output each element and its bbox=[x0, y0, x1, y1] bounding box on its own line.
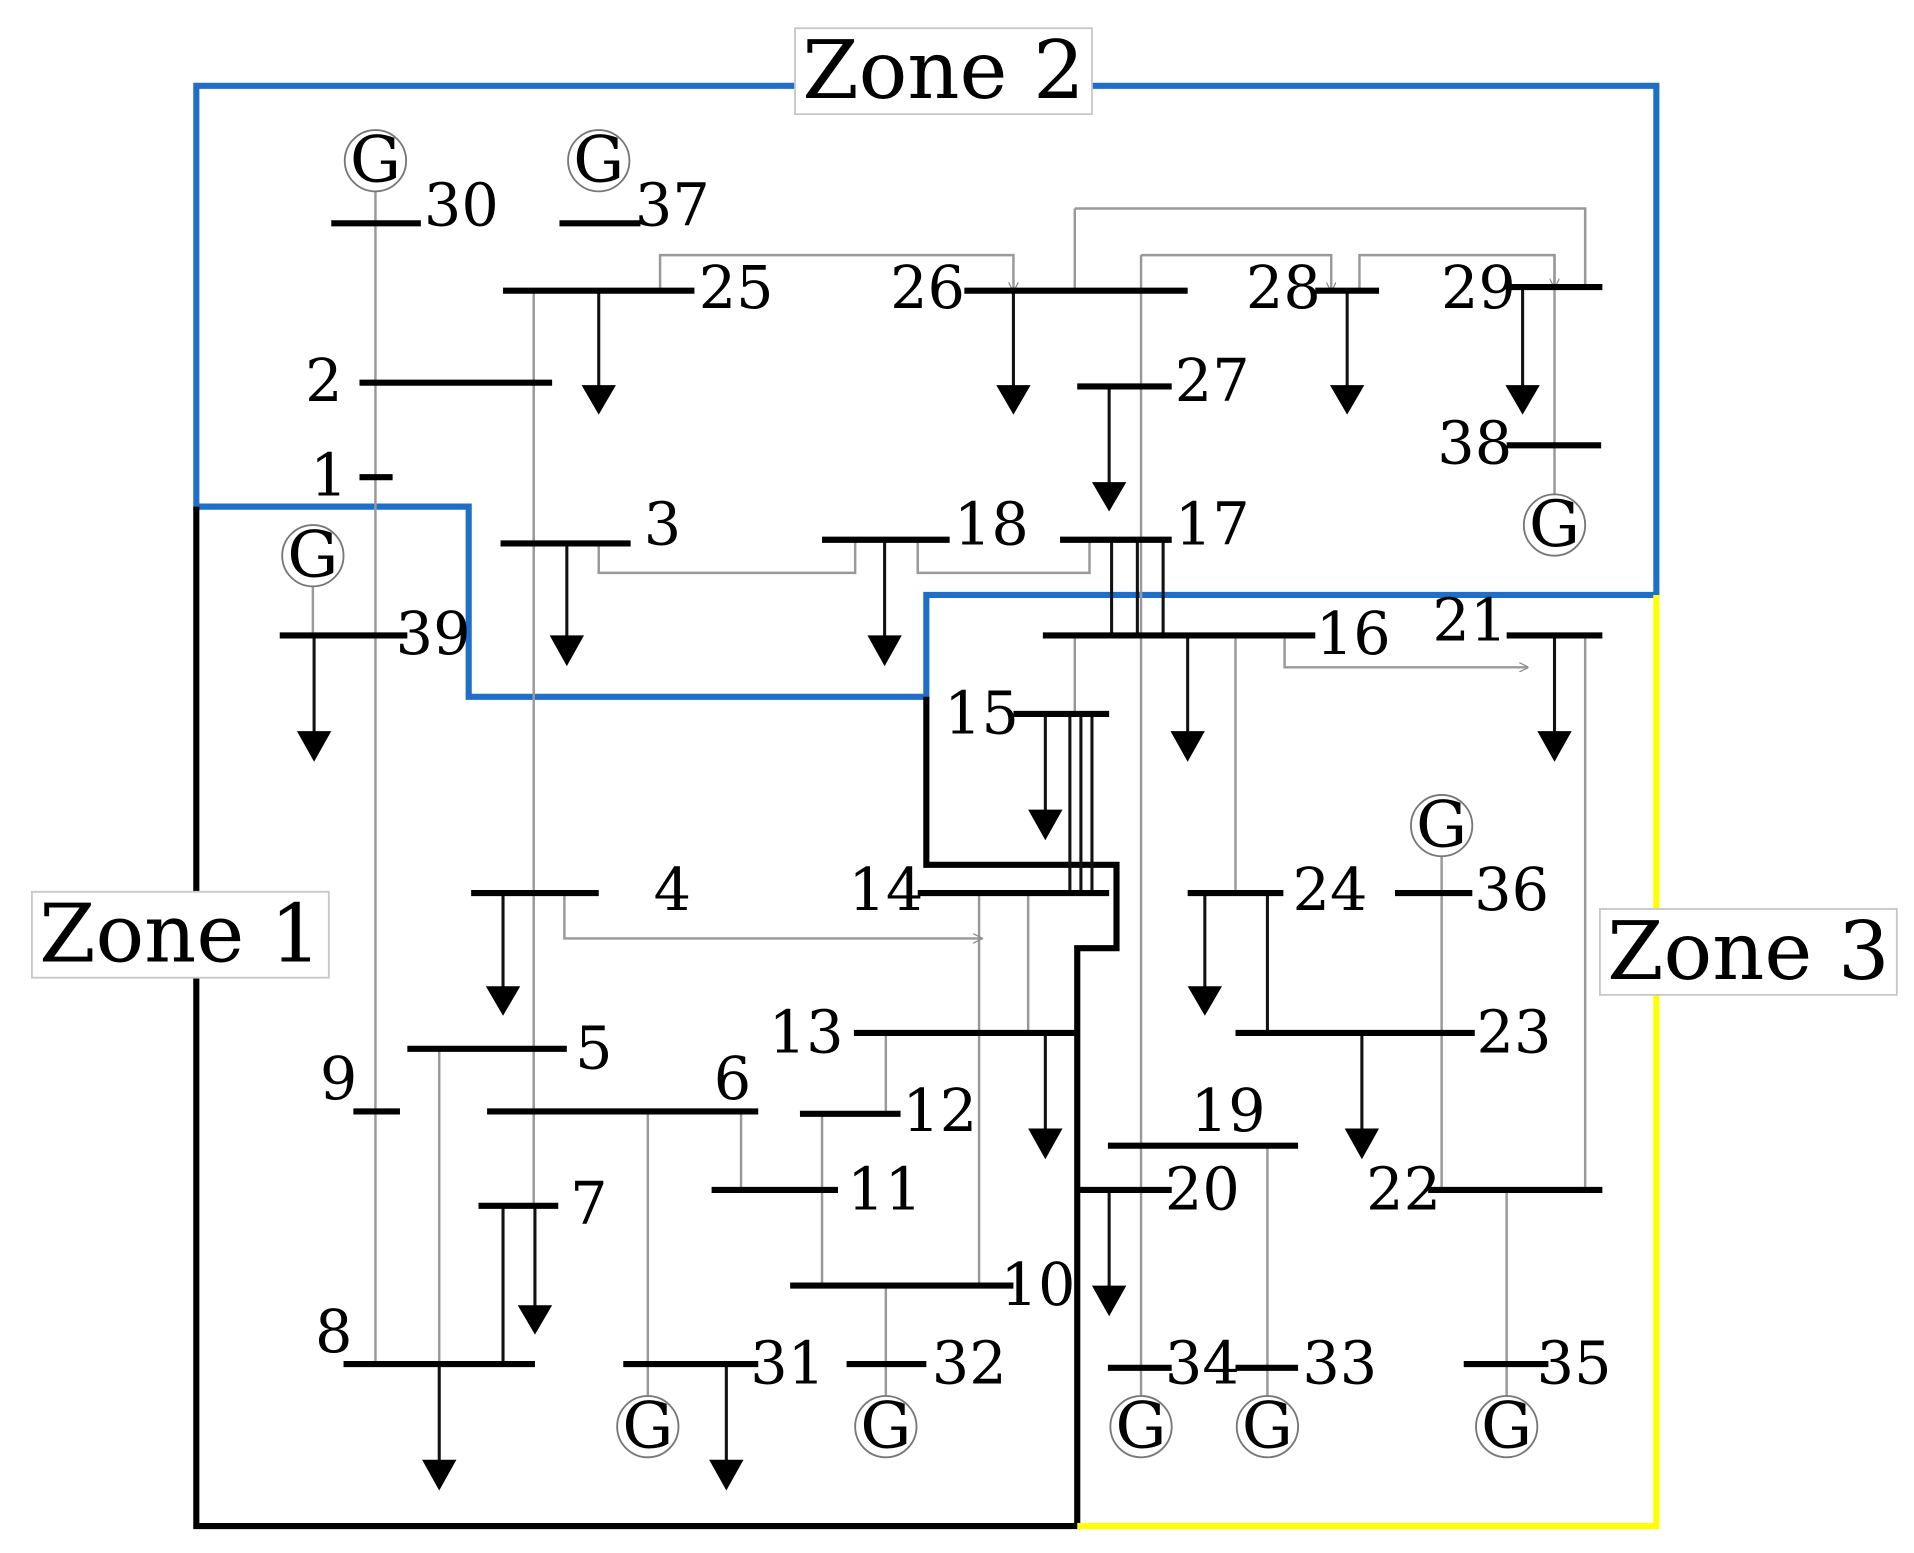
bus-label: 38 bbox=[1437, 409, 1512, 478]
load-arrow-icon bbox=[517, 1305, 553, 1335]
generator-icon: G bbox=[567, 124, 631, 198]
bus-label: 36 bbox=[1474, 855, 1549, 924]
generator-icon: G bbox=[616, 1390, 680, 1464]
load-arrow-icon bbox=[1091, 482, 1127, 512]
svg-text:G: G bbox=[350, 124, 401, 198]
bus-label: 8 bbox=[315, 1297, 352, 1366]
bus-label: 9 bbox=[320, 1044, 357, 1113]
bus-label: 28 bbox=[1246, 253, 1321, 322]
bus-label: 4 bbox=[654, 855, 691, 924]
load-arrow-icon bbox=[485, 986, 521, 1016]
generator-icon: G bbox=[343, 124, 408, 198]
loads bbox=[296, 287, 1572, 1491]
bus-label: 31 bbox=[750, 1329, 825, 1398]
bus-label: 13 bbox=[769, 998, 844, 1067]
generator-icon: G bbox=[1109, 1390, 1173, 1464]
bus-label: 18 bbox=[954, 490, 1029, 559]
generator-icon: G bbox=[1410, 788, 1474, 862]
bus-label: 22 bbox=[1366, 1155, 1441, 1224]
load-arrow-icon bbox=[709, 1459, 744, 1491]
load-arrow-icon bbox=[422, 1459, 457, 1491]
svg-text:Zone 1: Zone 1 bbox=[39, 888, 321, 982]
bus-bars bbox=[279, 220, 1603, 1371]
svg-text:Zone 2: Zone 2 bbox=[802, 24, 1084, 118]
bus-label: 25 bbox=[699, 253, 774, 322]
svg-text:G: G bbox=[1116, 1390, 1167, 1464]
bus-label: 6 bbox=[714, 1044, 751, 1113]
svg-text:Zone 3: Zone 3 bbox=[1607, 905, 1889, 999]
load-arrow-icon bbox=[1505, 385, 1540, 415]
bus-label: 1 bbox=[310, 441, 347, 510]
bus-label: 3 bbox=[644, 490, 681, 559]
bus-label: 21 bbox=[1432, 585, 1507, 654]
load-arrow-icon bbox=[1028, 1128, 1063, 1160]
bus-label: 30 bbox=[424, 171, 499, 240]
load-arrow-icon bbox=[1344, 1128, 1380, 1160]
bus-label: 35 bbox=[1537, 1329, 1612, 1398]
bus-label: 37 bbox=[635, 171, 710, 240]
load-arrow-icon bbox=[581, 385, 616, 415]
generator-icon: G bbox=[281, 519, 345, 593]
generator-icon: G bbox=[1475, 1390, 1539, 1464]
load-arrow-icon bbox=[1091, 1285, 1127, 1317]
bus-label: 20 bbox=[1165, 1155, 1240, 1224]
zone-2-boundary bbox=[193, 82, 1660, 700]
bus-label: 29 bbox=[1441, 253, 1516, 322]
generator-icon: G bbox=[854, 1390, 918, 1464]
bus-label: 17 bbox=[1175, 490, 1250, 559]
transmission-lines bbox=[311, 190, 1587, 1399]
load-arrow-icon bbox=[1537, 731, 1572, 762]
bus-label: 5 bbox=[575, 1013, 612, 1082]
svg-text:G: G bbox=[860, 1390, 911, 1464]
bus-label: 39 bbox=[396, 599, 471, 668]
load-arrow-icon bbox=[549, 635, 585, 667]
load-arrow-icon bbox=[867, 635, 902, 667]
bus-label: 15 bbox=[944, 679, 1019, 748]
bus-label: 11 bbox=[847, 1155, 922, 1224]
load-arrow-icon bbox=[1329, 385, 1365, 415]
transformer-links bbox=[501, 386, 1269, 1365]
generators: G G G G G G G G G G bbox=[281, 124, 1587, 1464]
bus-label: 16 bbox=[1316, 599, 1391, 668]
svg-text:G: G bbox=[1481, 1390, 1532, 1464]
zone-3-boundary bbox=[1077, 594, 1660, 1530]
svg-text:G: G bbox=[287, 519, 338, 593]
bus-labels: 2 1 30 37 25 26 28 29 27 38 3 18 17 39 1… bbox=[305, 171, 1611, 1398]
svg-text:G: G bbox=[622, 1390, 673, 1464]
generator-icon: G bbox=[1522, 488, 1587, 562]
svg-text:G: G bbox=[1242, 1390, 1293, 1464]
bus-label: 34 bbox=[1165, 1329, 1240, 1398]
load-arrow-icon bbox=[296, 731, 332, 762]
zone-boundaries bbox=[193, 82, 1660, 1530]
bus-label: 26 bbox=[890, 253, 965, 322]
zone-3-label: Zone 3 bbox=[1598, 905, 1898, 999]
zone-2-label: Zone 2 bbox=[794, 24, 1093, 118]
zone-1-boundary bbox=[193, 506, 1120, 1530]
load-arrow-icon bbox=[996, 385, 1031, 415]
bus-label: 14 bbox=[848, 855, 923, 924]
load-arrow-icon bbox=[1028, 809, 1063, 841]
bus-label: 7 bbox=[570, 1169, 607, 1238]
load-arrow-icon bbox=[1170, 731, 1205, 762]
bus-label: 27 bbox=[1175, 346, 1250, 415]
bus-label: 32 bbox=[932, 1329, 1007, 1398]
bus-label: 19 bbox=[1191, 1076, 1266, 1145]
svg-text:G: G bbox=[573, 124, 624, 198]
svg-text:G: G bbox=[1416, 788, 1467, 862]
bus-label: 24 bbox=[1293, 855, 1368, 924]
bus-label: 12 bbox=[902, 1076, 977, 1145]
bus-label: 23 bbox=[1477, 998, 1552, 1067]
load-arrow-icon bbox=[1187, 986, 1223, 1016]
generator-icon: G bbox=[1235, 1390, 1300, 1464]
bus-label: 2 bbox=[305, 346, 342, 415]
bus-label: 10 bbox=[1001, 1250, 1076, 1319]
zone-1-label: Zone 1 bbox=[30, 888, 330, 982]
bus-label: 33 bbox=[1302, 1329, 1377, 1398]
svg-text:G: G bbox=[1529, 488, 1580, 562]
